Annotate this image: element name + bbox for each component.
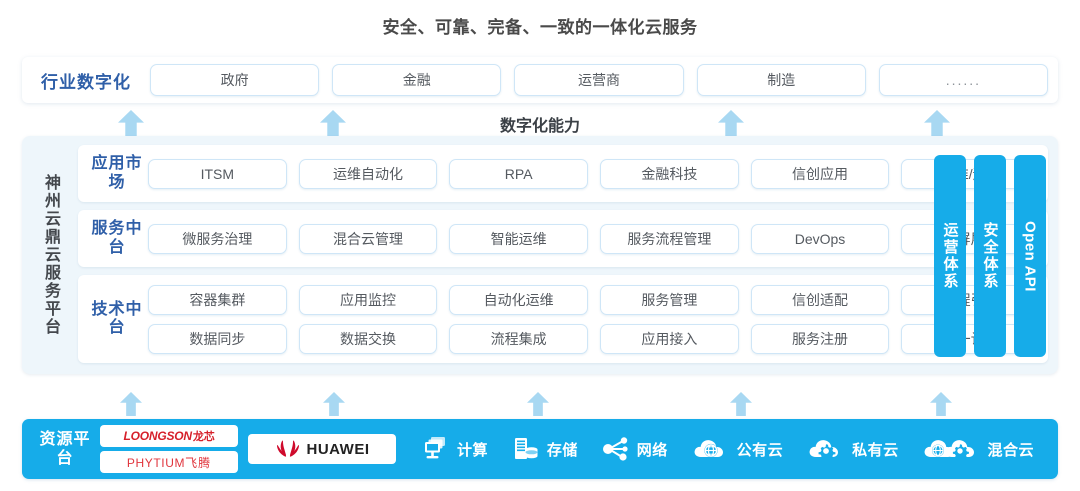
resource-item-label: 混合云 <box>987 441 1034 459</box>
layer-label-technical-middle-platform: 技术中台 <box>86 301 148 338</box>
arrow-up-resource-5 <box>930 392 952 416</box>
resource-item-label: 存储 <box>546 441 578 459</box>
resource-item-public-cloud[interactable]: 公有云 <box>692 436 784 462</box>
compute-icon <box>424 437 445 459</box>
phytium-cn: 飞腾 <box>185 455 212 470</box>
layer-technical-middle-platform: 技术中台 容器集群 应用监控 自动化运维 服务管理 信创适配 流程引擎 数据同步… <box>78 275 1048 363</box>
vertical-pillar-group: 运营体系 安全体系 Open API <box>934 155 1046 357</box>
public-cloud-icon <box>694 440 723 458</box>
arrow-up-resource-1 <box>120 392 142 416</box>
capability-container-cluster[interactable]: 容器集群 <box>148 284 287 315</box>
pillar-open-api[interactable]: Open API <box>1014 155 1046 357</box>
layer-row: 微服务治理 混合云管理 智能运维 服务流程管理 DevOps 大屏展示 <box>148 223 1041 254</box>
pillar-operations-system[interactable]: 运营体系 <box>934 155 966 357</box>
capability-data-sync[interactable]: 数据同步 <box>148 323 287 354</box>
layer-label-application-market: 应用市场 <box>86 155 148 192</box>
resource-item-network[interactable]: 网络 <box>602 436 668 462</box>
capability-intelligent-ops[interactable]: 智能运维 <box>449 223 589 254</box>
resource-item-label: 公有云 <box>736 441 784 459</box>
layer-label-text: 技术中台 <box>91 300 143 336</box>
capability-caption: 数字化能力 <box>499 118 580 135</box>
industry-item-telecom[interactable]: 运营商 <box>514 64 684 96</box>
pillar-label: 安全体系 <box>981 222 999 290</box>
layer-application-market: 应用市场 ITSM 运维自动化 RPA 金融科技 信创应用 运维/运营 <box>78 145 1048 202</box>
industry-band-label: 行业数字化 <box>41 72 131 92</box>
resource-item-storage[interactable]: 存储 <box>512 436 578 462</box>
loongson-en: LOONGSON <box>123 429 192 443</box>
arrow-up-resource-4 <box>730 392 752 416</box>
private-cloud-icon <box>809 440 839 462</box>
capability-xinchuang-app[interactable]: 信创应用 <box>750 158 890 189</box>
layer-label-text: 服务中台 <box>91 220 143 256</box>
arrow-up-resource-2 <box>323 392 345 416</box>
platform-side-label: 神州云鼎云服务平台 <box>42 174 59 336</box>
capability-service-process-management[interactable]: 服务流程管理 <box>600 223 739 254</box>
capability-xinchuang-adaptation[interactable]: 信创适配 <box>750 284 890 315</box>
capability-app-access[interactable]: 应用接入 <box>600 323 739 354</box>
industry-item-manufacturing[interactable]: 制造 <box>696 64 866 96</box>
huawei-logo-text: HUAWEI <box>306 440 370 458</box>
resource-item-label: 计算 <box>456 441 488 459</box>
resource-item-hybrid-cloud[interactable]: 混合云 <box>922 436 1034 462</box>
capability-fintech[interactable]: 金融科技 <box>600 158 739 189</box>
phytium-logo[interactable]: PHYTIUM飞腾 <box>100 451 238 473</box>
industry-item-finance[interactable]: 金融 <box>332 64 502 96</box>
layer-label-text: 应用市场 <box>91 155 143 191</box>
capability-hybrid-cloud-management[interactable]: 混合云管理 <box>298 223 438 254</box>
capability-microservice-governance[interactable]: 微服务治理 <box>148 223 287 254</box>
loongson-logo-text: LOONGSON龙芯 <box>123 428 214 444</box>
platform-layers: 应用市场 ITSM 运维自动化 RPA 金融科技 信创应用 运维/运营 服务 <box>78 136 1058 374</box>
capability-itsm[interactable]: ITSM <box>148 158 287 189</box>
storage-icon <box>514 438 538 459</box>
layer-service-middle-platform: 服务中台 微服务治理 混合云管理 智能运维 服务流程管理 DevOps 大屏展示 <box>78 210 1048 267</box>
industry-item-list: 政府 金融 运营商 制造 ...... <box>150 64 1058 96</box>
network-icon <box>602 437 628 461</box>
loongson-cn: 龙芯 <box>192 431 215 443</box>
huawei-flower-icon <box>276 440 299 457</box>
industry-item-government[interactable]: 政府 <box>150 64 320 96</box>
hybrid-cloud-icon <box>925 440 975 461</box>
resource-item-list: 计算 存储 <box>396 436 1046 462</box>
capability-automated-ops[interactable]: 自动化运维 <box>449 284 589 315</box>
cloud-service-platform-panel: 神州云鼎云服务平台 应用市场 ITSM 运维自动化 RPA 金融科技 信创应用 … <box>22 136 1058 374</box>
industry-digitalization-band: 行业数字化 政府 金融 运营商 制造 ...... <box>22 57 1058 103</box>
huawei-logo[interactable]: HUAWEI <box>248 434 396 464</box>
resource-item-label: 网络 <box>636 441 668 459</box>
resource-platform-bar: 资源平台 LOONGSON龙芯 PHYTIUM飞腾 HUAWEI <box>22 419 1058 479</box>
platform-side-label-wrap: 神州云鼎云服务平台 <box>22 136 78 374</box>
layer-rows-technical-middle-platform: 容器集群 应用监控 自动化运维 服务管理 信创适配 流程引擎 数据同步 数据交换… <box>148 284 1041 354</box>
layer-label-service-middle-platform: 服务中台 <box>86 220 148 257</box>
layer-row: 容器集群 应用监控 自动化运维 服务管理 信创适配 流程引擎 <box>148 284 1041 315</box>
layer-row: ITSM 运维自动化 RPA 金融科技 信创应用 运维/运营 <box>148 158 1041 189</box>
layer-row: 数据同步 数据交换 流程集成 应用接入 服务注册 统一认证 <box>148 323 1041 354</box>
resource-item-label: 私有云 <box>852 441 899 459</box>
chip-vendor-logos: LOONGSON龙芯 PHYTIUM飞腾 <box>100 425 238 473</box>
capability-rpa[interactable]: RPA <box>449 158 589 189</box>
pillar-security-system[interactable]: 安全体系 <box>974 155 1006 357</box>
arrow-up-resource-3 <box>527 392 549 416</box>
capability-devops[interactable]: DevOps <box>750 223 890 254</box>
capability-service-registry[interactable]: 服务注册 <box>750 323 890 354</box>
capability-app-monitoring[interactable]: 应用监控 <box>298 284 438 315</box>
capability-process-integration[interactable]: 流程集成 <box>449 323 589 354</box>
loongson-logo[interactable]: LOONGSON龙芯 <box>100 425 238 447</box>
layer-rows-service-middle-platform: 微服务治理 混合云管理 智能运维 服务流程管理 DevOps 大屏展示 <box>148 223 1041 254</box>
phytium-logo-text: PHYTIUM飞腾 <box>127 454 211 471</box>
page-title: 安全、可靠、完备、一致的一体化云服务 <box>382 18 698 37</box>
industry-item-more[interactable]: ...... <box>878 64 1049 96</box>
resource-item-private-cloud[interactable]: 私有云 <box>807 436 899 462</box>
capability-service-management[interactable]: 服务管理 <box>600 284 739 315</box>
capability-data-exchange[interactable]: 数据交换 <box>298 323 438 354</box>
resource-item-compute[interactable]: 计算 <box>422 436 488 462</box>
layer-rows-application-market: ITSM 运维自动化 RPA 金融科技 信创应用 运维/运营 <box>148 158 1041 189</box>
capability-ops-automation[interactable]: 运维自动化 <box>298 158 438 189</box>
pillar-label: 运营体系 <box>941 222 959 290</box>
pillar-label: Open API <box>1021 220 1039 292</box>
phytium-en: PHYTIUM <box>126 455 186 470</box>
resource-platform-label: 资源平台 <box>39 430 91 467</box>
